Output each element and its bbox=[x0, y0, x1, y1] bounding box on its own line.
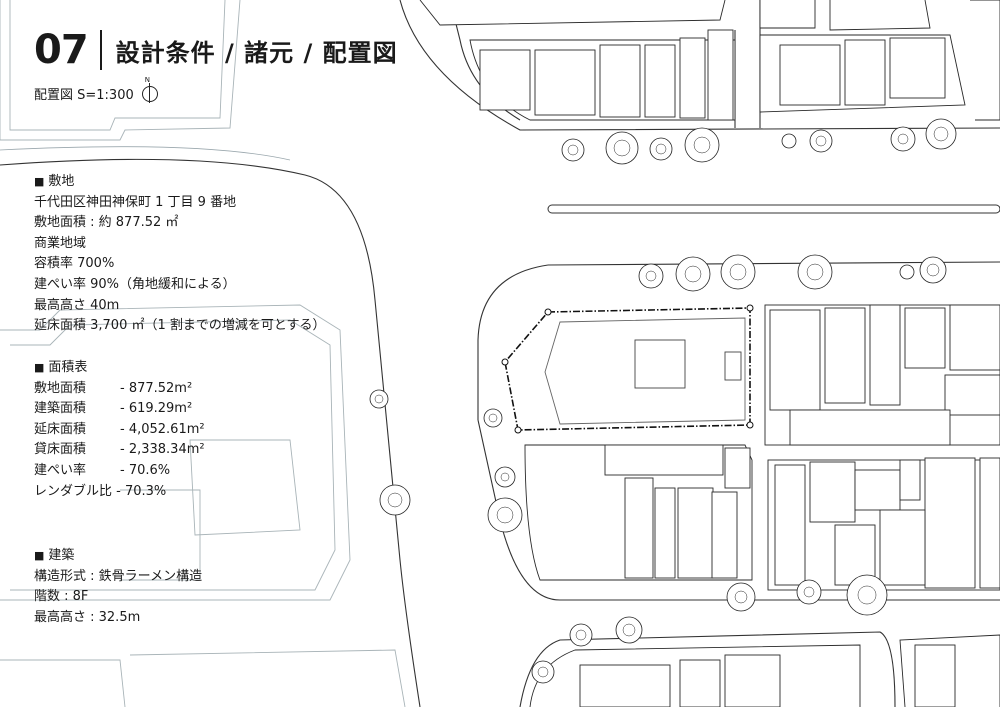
north-circle bbox=[141, 86, 158, 102]
bullet-square-icon: ■ bbox=[34, 175, 45, 188]
area-row: 貸床面積- 2,338.34m² bbox=[34, 442, 205, 458]
neighboring-buildings bbox=[419, 0, 1000, 121]
street-trees bbox=[369, 118, 957, 684]
floor-area-ratio: 容積率 700% bbox=[34, 256, 115, 272]
north-label: N bbox=[144, 76, 150, 84]
area-row: 敷地面積- 877.52m² bbox=[34, 380, 193, 396]
max-height: 最高高さ 40m bbox=[34, 297, 120, 313]
total-floor-area: 延床面積 3,700 ㎡（1 割までの増減を可とする） bbox=[34, 318, 326, 334]
building-max-height: 最高高さ : 32.5m bbox=[34, 609, 141, 625]
scale-label-row: 配置図 S=1:300 N bbox=[34, 76, 158, 104]
east-block-buildings bbox=[764, 304, 1000, 591]
site-section: ■敷地 千代田区神田神保町 1 丁目 9 番地 敷地面積 : 約 877.52 … bbox=[34, 172, 364, 337]
area-row: 建築面積- 619.29m² bbox=[34, 401, 193, 417]
scale-label: 配置図 S=1:300 bbox=[34, 87, 134, 103]
area-row: 延床面積- 4,052.61m² bbox=[34, 421, 205, 437]
bottom-buildings bbox=[529, 634, 1000, 707]
area-table-section: ■面積表 敷地面積- 877.52m² 建築面積- 619.29m² 延床面積-… bbox=[34, 358, 364, 502]
building-section: ■建築 構造形式 : 鉄骨ラーメン構造 階数 : 8F 最高高さ : 32.5m bbox=[34, 546, 364, 628]
floor-count: 階数 : 8F bbox=[34, 589, 89, 605]
chapter-number: 07 bbox=[34, 27, 89, 73]
site-heading: ■敷地 bbox=[34, 174, 75, 189]
site-boundary[interactable] bbox=[501, 304, 754, 434]
neighboring-buildings-gray bbox=[0, 0, 406, 707]
page-header: 07 設計条件 / 諸元 / 配置図 bbox=[34, 26, 398, 74]
site-area: 敷地面積 : 約 877.52 ㎡ bbox=[34, 215, 179, 231]
zoning: 商業地域 bbox=[34, 235, 87, 251]
north-arrow-icon: N bbox=[140, 76, 158, 104]
chapter-title: 設計条件 / 諸元 / 配置図 bbox=[115, 38, 398, 67]
bullet-square-icon: ■ bbox=[34, 549, 45, 562]
header-divider bbox=[99, 30, 102, 70]
median-strip bbox=[547, 204, 1000, 214]
north-line bbox=[148, 83, 150, 103]
bullet-square-icon: ■ bbox=[34, 361, 45, 374]
building-coverage: 建ぺい率 90%（角地緩和による） bbox=[34, 276, 236, 292]
rentable-ratio: レンダブル比 - 70.3% bbox=[34, 483, 167, 499]
site-address: 千代田区神田神保町 1 丁目 9 番地 bbox=[34, 194, 237, 210]
area-heading: ■面積表 bbox=[34, 360, 88, 375]
building-heading: ■建築 bbox=[34, 548, 75, 563]
south-block-buildings bbox=[524, 444, 753, 581]
structure-type: 構造形式 : 鉄骨ラーメン構造 bbox=[34, 568, 203, 584]
area-row: 建ぺい率- 70.6% bbox=[34, 462, 171, 478]
